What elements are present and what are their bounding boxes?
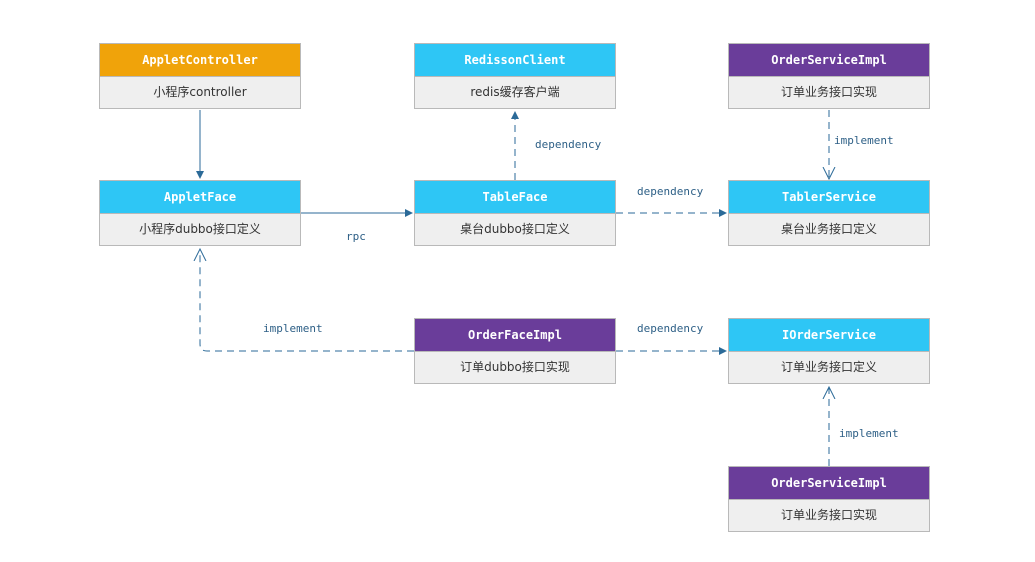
node-title: OrderServiceImpl bbox=[729, 467, 929, 500]
node-order-face-impl[interactable]: OrderFaceImpl 订单dubbo接口实现 bbox=[414, 318, 616, 384]
node-applet-controller[interactable]: AppletController 小程序controller bbox=[99, 43, 301, 109]
node-title: AppletController bbox=[100, 44, 300, 77]
label-redis-dependency: dependency bbox=[535, 138, 602, 151]
node-title: IOrderService bbox=[729, 319, 929, 352]
node-title: OrderServiceImpl bbox=[729, 44, 929, 77]
label-orderface-dependency: dependency bbox=[637, 322, 704, 335]
node-subtitle: 订单业务接口实现 bbox=[780, 85, 877, 99]
node-title: AppletFace bbox=[100, 181, 300, 214]
node-tabler-service[interactable]: TablerService 桌台业务接口定义 bbox=[728, 180, 930, 246]
node-subtitle: 桌台业务接口定义 bbox=[780, 222, 877, 236]
node-applet-face[interactable]: AppletFace 小程序dubbo接口定义 bbox=[99, 180, 301, 246]
node-subtitle: 订单业务接口实现 bbox=[780, 508, 877, 522]
node-table-face[interactable]: TableFace 桌台dubbo接口定义 bbox=[414, 180, 616, 246]
label-rpc: rpc bbox=[346, 230, 366, 243]
label-orderimpl-top-implement: implement bbox=[834, 134, 894, 147]
node-subtitle: 桌台dubbo接口定义 bbox=[460, 222, 570, 236]
node-title: OrderFaceImpl bbox=[415, 319, 615, 352]
node-title: TablerService bbox=[729, 181, 929, 214]
node-subtitle: 小程序controller bbox=[153, 85, 247, 99]
label-applet-implement: implement bbox=[263, 322, 323, 335]
label-orderimpl-bottom-implement: implement bbox=[839, 427, 899, 440]
edge-orderfaceimpl-to-appletface bbox=[200, 249, 414, 352]
node-title: TableFace bbox=[415, 181, 615, 214]
node-subtitle: redis缓存客户端 bbox=[470, 85, 560, 99]
node-title: RedissonClient bbox=[415, 44, 615, 77]
node-redisson-client[interactable]: RedissonClient redis缓存客户端 bbox=[414, 43, 616, 109]
node-subtitle: 小程序dubbo接口定义 bbox=[139, 222, 261, 236]
node-order-service-impl-top[interactable]: OrderServiceImpl 订单业务接口实现 bbox=[728, 43, 930, 109]
node-subtitle: 订单dubbo接口实现 bbox=[460, 360, 570, 374]
node-order-service-impl-bottom[interactable]: OrderServiceImpl 订单业务接口实现 bbox=[728, 466, 930, 532]
node-iorder-service[interactable]: IOrderService 订单业务接口定义 bbox=[728, 318, 930, 384]
node-subtitle: 订单业务接口定义 bbox=[780, 360, 877, 374]
label-table-dependency: dependency bbox=[637, 185, 704, 198]
